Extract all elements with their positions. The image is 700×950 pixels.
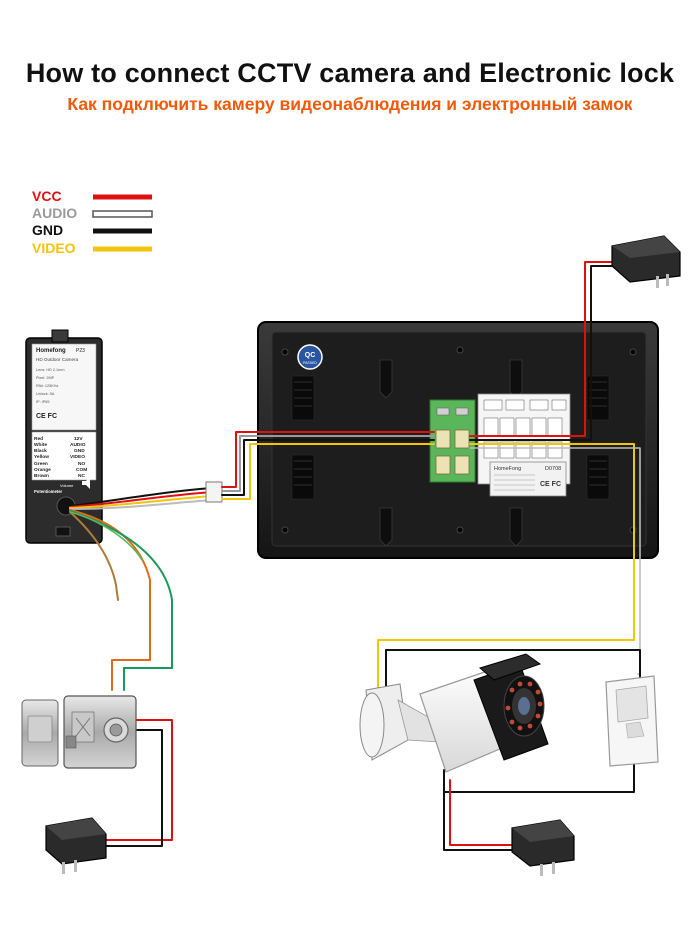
wire-func-green: NO	[78, 461, 85, 467]
legend-label-audio: AUDIO	[32, 205, 78, 221]
monitor-model-text: D0708	[545, 466, 561, 472]
legend-label-video: VIDEO	[32, 240, 76, 256]
legend-swatch-audio	[92, 210, 153, 218]
wire-func-white: AUDIO	[70, 442, 86, 448]
volume-label: Volume	[60, 483, 74, 488]
outdoor-spec-4: IP: IP65	[36, 400, 50, 404]
rfid-slot	[55, 526, 71, 537]
svg-text:QC: QC	[305, 352, 316, 359]
outdoor-spec-3: Unlock: 5A	[36, 392, 55, 396]
outdoor-spec-0: Lens: HD 2.1mm	[36, 368, 65, 372]
wire-color-red: Red	[34, 436, 43, 442]
qc-badge: QC PASSED	[297, 344, 323, 370]
monitor-brand-text: HomeFong	[494, 466, 521, 472]
wires	[69, 261, 641, 851]
wire-color-brown: Brown	[34, 473, 49, 479]
outdoor-subtitle: HD Outdoor Camera	[36, 357, 79, 362]
wire-func-yellow: VIDEO	[70, 454, 85, 460]
outdoor-camera-unit: Homefong P23 HD Outdoor Camera Lens: HD …	[25, 329, 103, 544]
monitor-power-adapter	[611, 235, 681, 288]
potentiometer-label: Potentiometer	[34, 489, 63, 494]
svg-text:PASSED: PASSED	[303, 361, 317, 365]
monitor-rating-label: HomeFong D0708 CE FC	[489, 461, 567, 497]
indoor-monitor: QC PASSED	[257, 321, 659, 559]
legend-label-vcc: VCC	[32, 188, 62, 204]
outdoor-spec-2: Rfid: 125KHz	[36, 384, 58, 388]
wire-color-yellow: Yellow	[34, 454, 49, 460]
speaker-icon	[82, 477, 90, 489]
electronic-lock	[21, 695, 137, 769]
wire-color-black: Black	[34, 448, 47, 454]
wire-connector	[205, 481, 223, 503]
monitor-ce-fc: CE FC	[540, 481, 561, 488]
cctv-bullet-camera	[359, 653, 549, 773]
wire-func-orange: COM	[76, 467, 87, 473]
title-russian: Как подключить камеру видеонаблюдения и …	[67, 94, 633, 114]
outdoor-ce-fc: CE FC	[36, 413, 57, 420]
wire-func-brown: NC	[78, 473, 85, 479]
legend-label-gnd: GND	[32, 222, 64, 238]
outdoor-spec-1: Pixel: 2MP	[36, 376, 55, 380]
wire-func-red: 12V	[74, 436, 83, 442]
outdoor-model: P23	[76, 348, 85, 354]
wire-color-orange: Orange	[34, 467, 51, 473]
wire-color-green: Green	[34, 461, 48, 467]
monitor-terminal-board	[429, 399, 476, 483]
pir-sensor	[605, 675, 659, 767]
title-english: How to connect CCTV camera and Electroni…	[25, 58, 675, 88]
outdoor-brand: Homefong	[36, 348, 66, 354]
lock-power-adapter	[45, 817, 107, 874]
wire-color-white: White	[34, 442, 47, 448]
legend-swatches	[92, 194, 153, 252]
camera-power-adapter	[511, 819, 575, 876]
wire-func-black: GND	[74, 448, 85, 454]
